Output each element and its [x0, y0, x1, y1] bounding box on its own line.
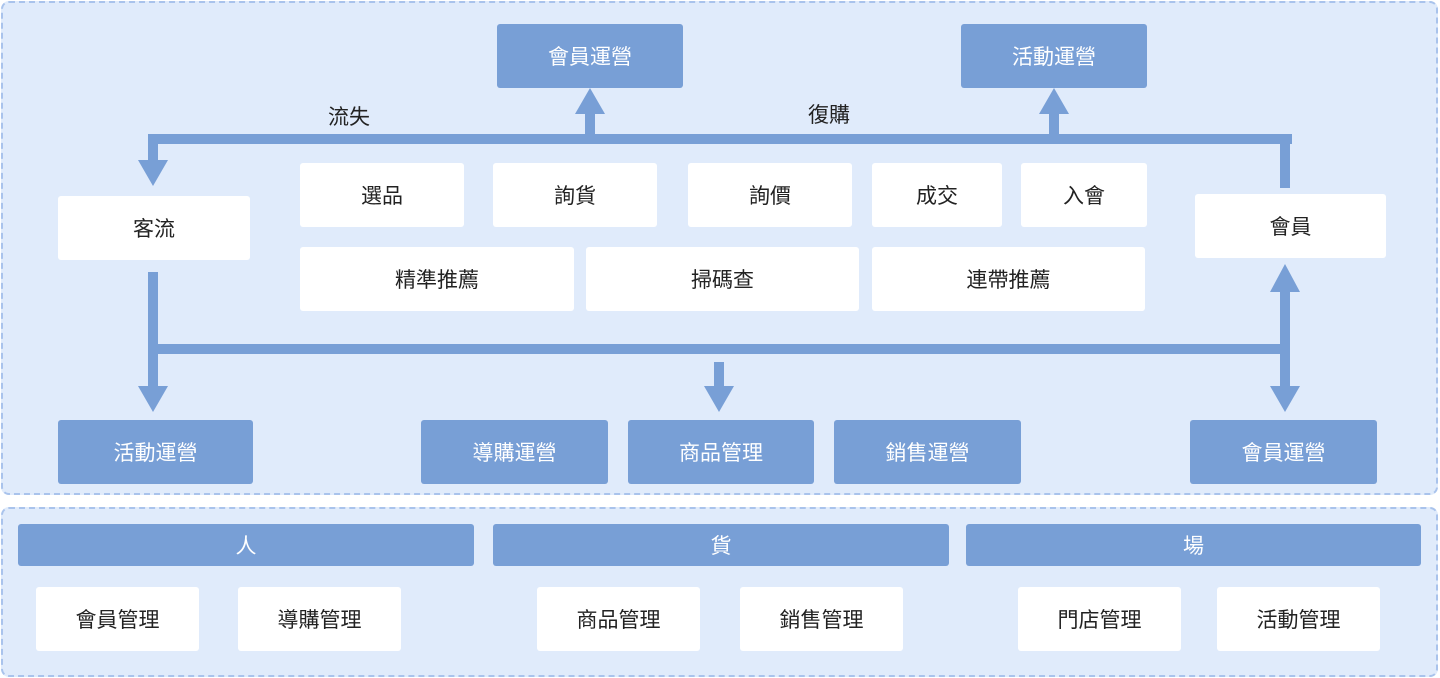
flow-line-right-top: [1280, 134, 1290, 188]
step-select-product: 選品: [300, 163, 464, 227]
arrow-to-activity-ops-top: [1039, 88, 1069, 114]
item-activity-mgmt: 活動管理: [1217, 587, 1380, 651]
flow-stem-member-ops: [1280, 354, 1290, 388]
item-member-mgmt: 會員管理: [36, 587, 199, 651]
flow-stem-activity-ops-top: [1049, 112, 1059, 136]
arrow-to-activity-ops: [138, 386, 168, 412]
guide-ops-box: 導購運營: [421, 420, 608, 484]
flow-stem-activity-ops: [148, 354, 158, 388]
item-sales-mgmt: 銷售管理: [740, 587, 903, 651]
flow-stem-product-mgmt: [714, 362, 724, 388]
activity-ops-top-box: 活動運營: [961, 24, 1147, 88]
arrow-to-customer-flow: [138, 160, 168, 186]
step-deal: 成交: [872, 163, 1002, 227]
customer-flow-box: 客流: [58, 196, 250, 260]
flow-line-right-bottom: [1280, 290, 1290, 354]
product-mgmt-box: 商品管理: [628, 420, 814, 484]
flow-line-left-bottom: [148, 272, 158, 354]
step-cross-recommend: 連帶推薦: [872, 247, 1145, 311]
item-guide-mgmt: 導購管理: [238, 587, 401, 651]
flow-line-bottom: [148, 344, 1290, 354]
label-churn: 流失: [328, 105, 370, 129]
member-ops-top-box: 會員運營: [497, 24, 683, 88]
step-inquire-price: 詢價: [688, 163, 852, 227]
flow-line-left-top: [148, 134, 158, 164]
step-join-membership: 入會: [1021, 163, 1147, 227]
label-repurchase: 復購: [808, 103, 850, 127]
arrow-to-member-ops-top: [575, 88, 605, 114]
flow-stem-member-ops-top: [585, 112, 595, 136]
activity-ops-box: 活動運營: [58, 420, 253, 484]
arrow-to-member: [1270, 264, 1300, 292]
step-inquire-goods: 詢貨: [493, 163, 657, 227]
flow-line-top: [148, 134, 1292, 144]
group-header-people: 人: [18, 524, 474, 566]
arrow-to-product-mgmt: [704, 386, 734, 412]
step-precise-recommend: 精準推薦: [300, 247, 574, 311]
item-product-mgmt: 商品管理: [537, 587, 700, 651]
item-store-mgmt: 門店管理: [1018, 587, 1181, 651]
member-box: 會員: [1195, 194, 1386, 258]
step-scan-code: 掃碼查: [586, 247, 859, 311]
sales-ops-box: 銷售運營: [834, 420, 1021, 484]
group-header-venue: 場: [966, 524, 1421, 566]
arrow-to-member-ops: [1270, 386, 1300, 412]
group-header-goods: 貨: [493, 524, 949, 566]
member-ops-box: 會員運營: [1190, 420, 1377, 484]
